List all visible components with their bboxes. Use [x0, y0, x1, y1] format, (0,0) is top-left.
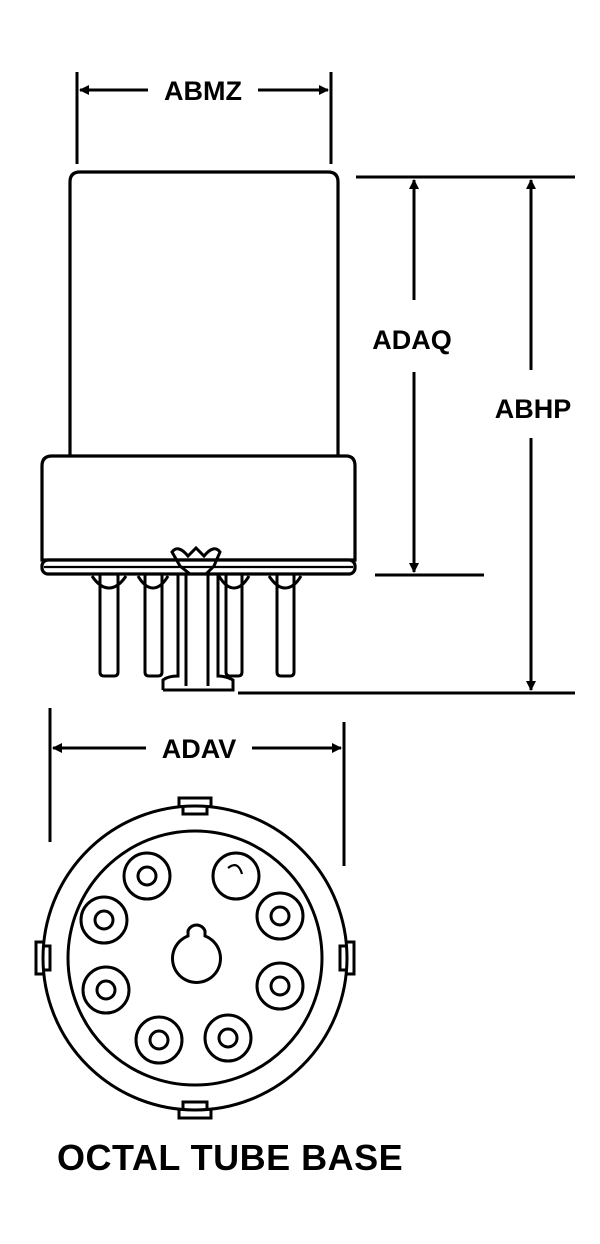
pin-socket-3 [79, 895, 129, 945]
pin-socket-2 [211, 851, 261, 901]
tube-pin [267, 575, 303, 590]
dimension-abhp: ABHP [238, 175, 575, 695]
base-tab-top [177, 796, 213, 816]
base-inner-ring [66, 829, 324, 1087]
tube-pins [90, 545, 303, 692]
tube-pin [275, 575, 296, 678]
base-bottom-view [34, 796, 356, 1120]
dimension-label-adav: ADAV [162, 734, 237, 764]
pin-socket-4 [255, 891, 305, 941]
dimension-abmz: ABMZ [75, 72, 333, 164]
pin-socket-5 [81, 965, 131, 1015]
tube-pin [90, 575, 128, 590]
tube-key-post [161, 575, 235, 692]
dimension-label-abmz: ABMZ [164, 76, 242, 106]
diagram-caption: OCTAL TUBE BASE [57, 1137, 403, 1178]
base-center-key [171, 923, 222, 984]
tube-envelope [68, 170, 340, 460]
base-pin-sockets [79, 851, 305, 1065]
dimension-label-adaq: ADAQ [372, 325, 452, 355]
pin-socket-1 [122, 851, 172, 901]
tube-pin [98, 575, 120, 678]
base-tab-bottom [177, 1100, 213, 1120]
pin-socket-7 [134, 1015, 184, 1065]
tube-pin [136, 575, 170, 590]
dimension-adaq: ADAQ [356, 175, 484, 577]
pin-socket-8 [203, 1013, 253, 1063]
tube-key-top [170, 545, 222, 576]
tube-side-view [40, 170, 357, 692]
dimension-label-abhp: ABHP [495, 394, 572, 424]
base-tab-left [34, 940, 52, 976]
base-outer-ring [41, 804, 349, 1112]
tube-base-collar [40, 454, 357, 562]
pin-socket-6 [255, 961, 305, 1011]
dimension-adav: ADAV [48, 708, 346, 866]
base-tab-right [338, 940, 356, 976]
tube-pin [143, 575, 164, 678]
tube-pin [217, 575, 251, 590]
tube-pin [224, 575, 244, 678]
